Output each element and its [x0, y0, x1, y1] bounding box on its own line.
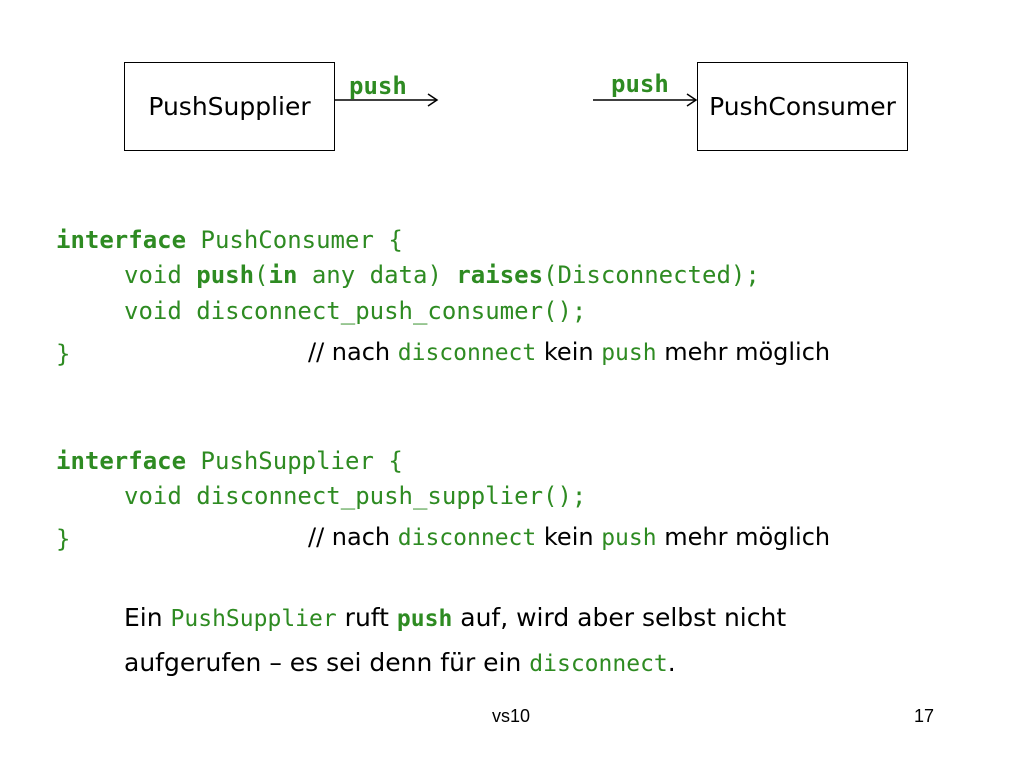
- footer-center-label: vs10: [492, 706, 531, 726]
- text-part: .: [667, 648, 676, 677]
- comment-part: mehr möglich: [656, 338, 831, 366]
- consumer-arrow-push-label: push: [611, 70, 669, 98]
- interface-name: PushConsumer: [200, 226, 374, 254]
- raises-rest: (Disconnected);: [543, 261, 760, 289]
- consumer-interface-header: interface PushConsumer {: [56, 228, 403, 252]
- interface-keyword: interface: [56, 226, 187, 254]
- supplier-push-arrowhead: [427, 93, 439, 107]
- push-args: any data): [311, 261, 442, 289]
- text-part: Ein: [124, 603, 171, 632]
- void-keyword: void: [124, 261, 182, 289]
- comment-code-disconnect: disconnect: [397, 525, 537, 551]
- paren-open: (: [254, 261, 269, 289]
- code-push: push: [396, 606, 453, 632]
- raises-keyword: raises: [456, 261, 544, 289]
- comment-part: // nach: [308, 338, 398, 366]
- code-pushsupplier: PushSupplier: [170, 606, 337, 632]
- supplier-disconnect-method: void disconnect_push_supplier();: [124, 482, 587, 510]
- consumer-disconnect-method: void disconnect_push_consumer();: [124, 297, 587, 325]
- push-consumer-box: PushConsumer: [697, 62, 908, 151]
- supplier-interface-header: interface PushSupplier {: [56, 449, 403, 473]
- open-brace: {: [388, 226, 403, 254]
- comment-part: mehr möglich: [656, 523, 831, 551]
- comment-part: kein: [536, 523, 602, 551]
- consumer-comment: // nach disconnect kein push mehr möglic…: [308, 338, 830, 366]
- push-supplier-box: PushSupplier: [124, 62, 335, 151]
- consumer-push-arrowhead: [686, 93, 698, 107]
- explanation-line-1: Ein PushSupplier ruft push auf, wird abe…: [124, 603, 786, 632]
- supplier-comment: // nach disconnect kein push mehr möglic…: [308, 523, 830, 551]
- consumer-push-method: void push(in any data) raises(Disconnect…: [124, 263, 760, 287]
- in-keyword: in: [268, 261, 298, 289]
- comment-code-disconnect: disconnect: [397, 340, 537, 366]
- consumer-close-brace: }: [56, 340, 71, 368]
- push-consumer-label: PushConsumer: [709, 92, 896, 121]
- interface-name: PushSupplier: [200, 447, 374, 475]
- interface-keyword: interface: [56, 447, 187, 475]
- text-part: ruft: [336, 603, 397, 632]
- code-disconnect: disconnect: [529, 651, 668, 677]
- supplier-arrow-push-label: push: [349, 72, 407, 100]
- comment-code-push: push: [601, 340, 657, 366]
- page-number: 17: [914, 706, 935, 726]
- text-part: auf, wird aber selbst nicht: [452, 603, 787, 632]
- comment-code-push: push: [601, 525, 657, 551]
- supplier-close-brace: }: [56, 525, 71, 553]
- comment-part: kein: [536, 338, 602, 366]
- open-brace: {: [388, 447, 403, 475]
- text-part: aufgerufen – es sei denn für ein: [124, 648, 530, 677]
- push-supplier-label: PushSupplier: [148, 92, 311, 121]
- comment-part: // nach: [308, 523, 398, 551]
- explanation-line-2: aufgerufen – es sei denn für ein disconn…: [124, 648, 676, 677]
- push-method-name: push: [196, 261, 255, 289]
